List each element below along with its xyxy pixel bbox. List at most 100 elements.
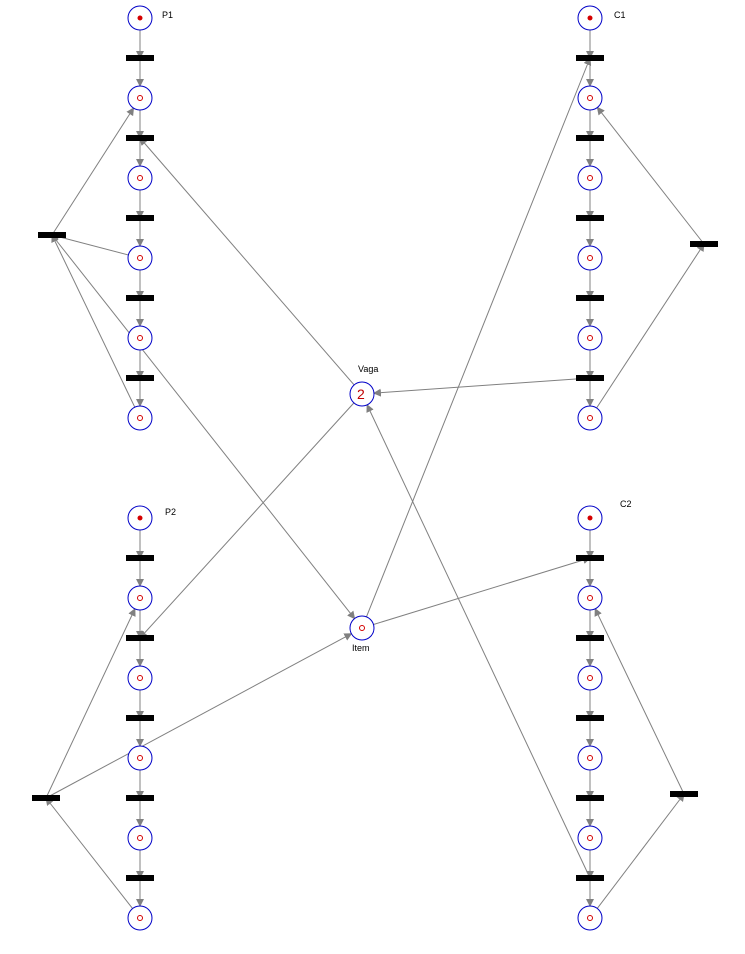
- transition-c1-t3: [576, 295, 604, 301]
- place-marker: [137, 335, 143, 341]
- place-p2-3: [127, 745, 153, 771]
- place-label-vaga: Vaga: [358, 364, 378, 374]
- transition-c1-t2: [576, 215, 604, 221]
- place-c2-1: [577, 585, 603, 611]
- place-label-item: Item: [352, 643, 370, 653]
- transition-c2-t2: [576, 715, 604, 721]
- place-c1-5: [577, 405, 603, 431]
- arc: [51, 232, 129, 256]
- places-layer: [127, 5, 603, 931]
- arc: [51, 107, 135, 236]
- process-label-c1: C1: [614, 10, 626, 20]
- place-p2-1: [127, 585, 153, 611]
- transition-c2-t4: [576, 875, 604, 881]
- arc: [51, 234, 356, 620]
- place-c1-0: [577, 5, 603, 31]
- place-p2-5: [127, 905, 153, 931]
- transition-p2-t2: [126, 715, 154, 721]
- place-c2-5: [577, 905, 603, 931]
- arc: [45, 633, 353, 799]
- place-p1-4: [127, 325, 153, 351]
- transition-p2-t0: [126, 555, 154, 561]
- place-p1-3: [127, 245, 153, 271]
- transition-p1-t0: [126, 55, 154, 61]
- place-c1-2: [577, 165, 603, 191]
- arc: [139, 402, 355, 639]
- transition-p2-t1: [126, 635, 154, 641]
- arc: [596, 243, 705, 409]
- place-marker: [587, 675, 593, 681]
- place-marker: [587, 915, 593, 921]
- place-c2-2: [577, 665, 603, 691]
- arc: [594, 607, 685, 795]
- place-c2-4: [577, 825, 603, 851]
- place-marker: [587, 415, 593, 421]
- place-c2-0: [577, 505, 603, 531]
- transition-c1-t1: [576, 135, 604, 141]
- place-marker: [359, 625, 365, 631]
- transition-c2-t0: [576, 555, 604, 561]
- arc: [596, 106, 705, 245]
- place-c1-4: [577, 325, 603, 351]
- vaga-token-count: 2: [357, 386, 365, 402]
- place-marker: [137, 915, 143, 921]
- process-label-c2: C2: [620, 499, 632, 509]
- place-p1-5: [127, 405, 153, 431]
- arcs-layer: [45, 30, 705, 909]
- transition-c2-loop: [670, 791, 698, 797]
- place-c1-1: [577, 85, 603, 111]
- labels-layer: P1 C1 P2 C2 Vaga Item 2: [162, 10, 632, 653]
- transition-c1-loop: [690, 241, 718, 247]
- place-marker: [137, 175, 143, 181]
- place-item: [349, 615, 375, 641]
- place-p2-0: [127, 505, 153, 531]
- arc: [45, 607, 136, 799]
- transition-c1-t4: [576, 375, 604, 381]
- transition-p1-t2: [126, 215, 154, 221]
- transition-c2-t1: [576, 635, 604, 641]
- place-marker: [137, 835, 143, 841]
- token-dot: [137, 515, 143, 521]
- process-label-p2: P2: [165, 507, 176, 517]
- transition-p2-t3: [126, 795, 154, 801]
- place-marker: [587, 595, 593, 601]
- arc: [51, 234, 136, 408]
- arc: [45, 797, 133, 909]
- place-vaga: [349, 381, 375, 407]
- place-marker: [137, 595, 143, 601]
- place-marker: [587, 835, 593, 841]
- transition-p1-t4: [126, 375, 154, 381]
- place-marker: [587, 755, 593, 761]
- place-p1-2: [127, 165, 153, 191]
- place-marker: [587, 335, 593, 341]
- token-dot: [587, 15, 593, 21]
- arc: [373, 556, 591, 625]
- token-dot: [587, 515, 593, 521]
- place-marker: [587, 95, 593, 101]
- place-c2-3: [577, 745, 603, 771]
- place-marker: [587, 255, 593, 261]
- transition-c2-t3: [576, 795, 604, 801]
- arc: [596, 793, 685, 909]
- place-marker: [137, 95, 143, 101]
- place-marker: [137, 755, 143, 761]
- place-p1-0: [127, 5, 153, 31]
- place-marker: [137, 675, 143, 681]
- process-label-p1: P1: [162, 10, 173, 20]
- place-p1-1: [127, 85, 153, 111]
- arc: [365, 57, 592, 618]
- arc: [366, 403, 591, 879]
- place-marker: [137, 415, 143, 421]
- transition-p2-t4: [126, 875, 154, 881]
- token-dot: [137, 15, 143, 21]
- place-marker: [587, 175, 593, 181]
- transition-p1-t1: [126, 135, 154, 141]
- arc: [372, 377, 591, 397]
- place-p2-4: [127, 825, 153, 851]
- transitions-layer: [32, 55, 718, 881]
- arc: [139, 137, 355, 386]
- transition-p1-loop: [38, 232, 66, 238]
- place-p2-2: [127, 665, 153, 691]
- transition-p1-t3: [126, 295, 154, 301]
